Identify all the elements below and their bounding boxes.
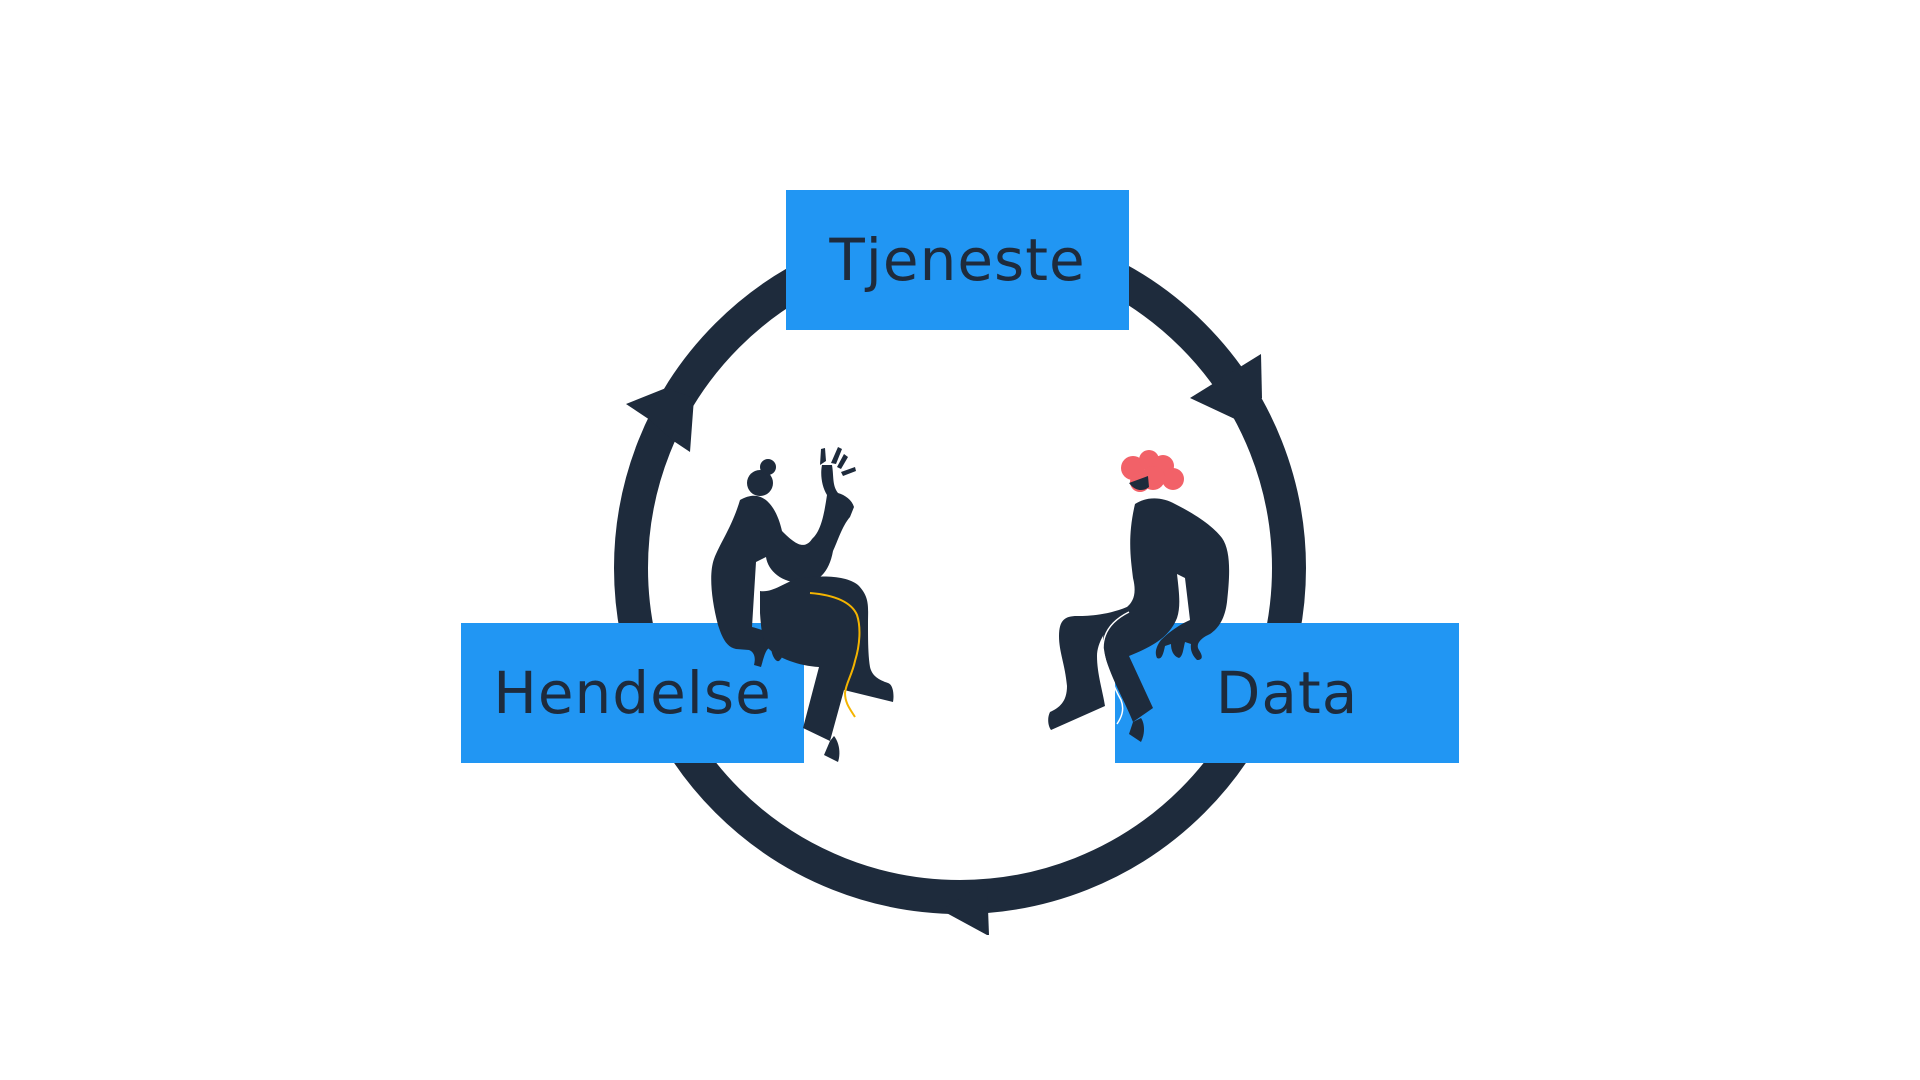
node-tjeneste-box bbox=[786, 190, 1129, 330]
sitting-person-red-hair-icon bbox=[1048, 450, 1230, 742]
node-data: Data bbox=[1115, 623, 1459, 763]
node-hendelse-label: Hendelse bbox=[493, 659, 772, 727]
node-tjeneste-label: Tjeneste bbox=[829, 226, 1086, 294]
node-tjeneste: Tjeneste bbox=[786, 190, 1129, 330]
sitting-person-gesturing-icon bbox=[711, 447, 894, 762]
arrow-head-left-top bbox=[626, 388, 694, 452]
node-data-label: Data bbox=[1215, 659, 1359, 727]
arrow-head-bottom bbox=[941, 882, 989, 935]
arrow-head-right-top bbox=[1190, 354, 1262, 420]
